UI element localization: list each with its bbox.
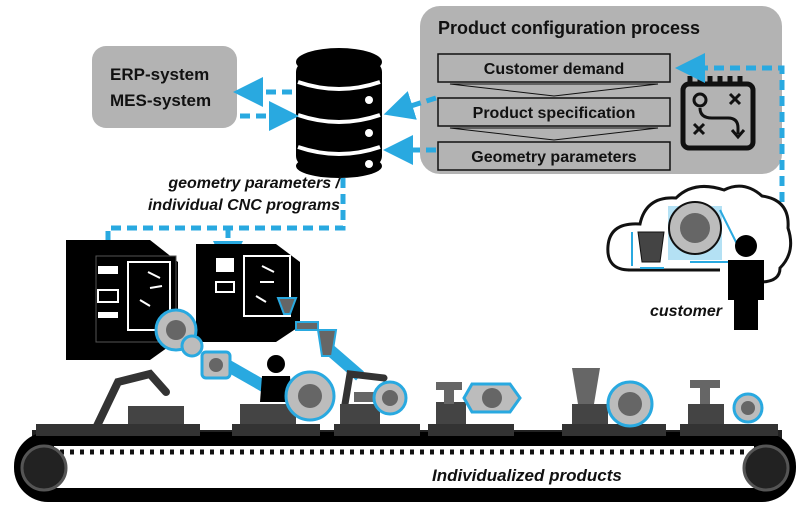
database-icon [296,48,382,178]
worker-person-icon [260,355,292,402]
customer-label: customer [650,303,723,320]
conveyor-label: Individualized products [432,466,622,485]
chevron-down-icon [449,83,659,97]
cnc-machine-2 [196,244,300,342]
chevron-down-icon [449,127,659,141]
cnc-programs-label: individual CNC programs [148,197,340,214]
customer-person-icon [728,235,764,330]
dataflow-arrows [93,53,785,273]
step-customer-demand: Customer demand [437,53,671,83]
geometry-parameters-label: geometry parameters / [167,175,341,192]
mes-label: MES-system [110,91,211,110]
step-label: Geometry parameters [471,149,637,166]
config-panel: Product configuration process Customer d… [420,6,782,174]
step-product-specification: Product specification [437,97,671,127]
erp-mes-box: ERP-system MES-system [92,46,237,128]
products [284,368,764,428]
customer-cloud [606,184,793,284]
step-label: Product specification [473,105,636,122]
work-pallets [36,402,778,436]
robot-arm-icon [340,370,388,414]
erp-label: ERP-system [110,65,209,84]
step-geometry-parameters: Geometry parameters [437,141,671,171]
conveyor-belt [14,430,796,502]
config-title: Product configuration process [438,18,700,38]
step-label: Customer demand [484,61,624,78]
robot-arm-icon [92,369,170,432]
